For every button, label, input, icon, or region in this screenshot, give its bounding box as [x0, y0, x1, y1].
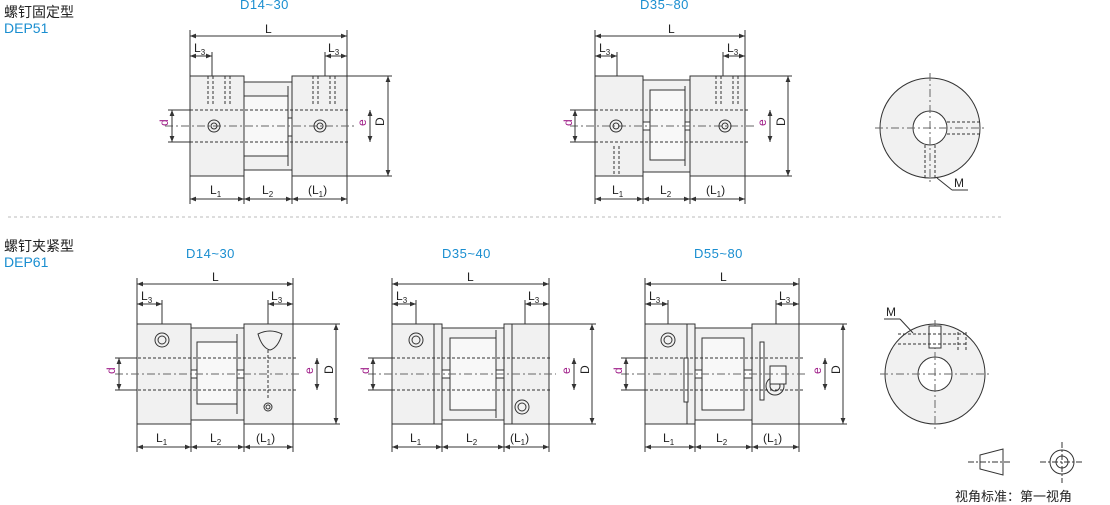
svg-text:e: e: [810, 367, 824, 374]
dep61-d14-30-labels: L L3 L3 L1 L2 (L1) d e D: [104, 270, 336, 447]
dep51-d14-30-labels: L L3 L3 L1 L2 (L1) d e D: [157, 22, 387, 199]
svg-text:d: d: [358, 367, 372, 374]
dep61-d35-40-drawing: [368, 278, 596, 452]
svg-text:L3: L3: [528, 289, 540, 305]
svg-text:L: L: [212, 270, 219, 284]
range-label: D35~40: [442, 246, 491, 261]
svg-text:D: D: [774, 117, 788, 126]
svg-text:e: e: [755, 119, 769, 126]
svg-text:e: e: [559, 367, 573, 374]
svg-text:d: d: [561, 119, 575, 126]
svg-text:D: D: [829, 365, 843, 374]
svg-text:L3: L3: [194, 41, 206, 57]
svg-text:e: e: [302, 367, 316, 374]
view-standard-label: 视角标准：第一视角: [955, 489, 1073, 504]
svg-text:L1: L1: [156, 431, 168, 447]
first-angle-projection-icon: [968, 442, 1084, 483]
svg-text:(L1): (L1): [763, 431, 782, 447]
m-label: M: [886, 305, 896, 319]
dep51-d35-80-drawing: [570, 30, 792, 204]
svg-text:D: D: [578, 365, 592, 374]
range-label: D14~30: [240, 0, 289, 12]
svg-text:L3: L3: [599, 41, 611, 57]
section-title-text: 螺钉夹紧型: [4, 238, 74, 254]
dep51-d14-30-drawing: [165, 30, 392, 204]
svg-text:D: D: [373, 117, 387, 126]
dep61-d14-30-drawing: [115, 278, 340, 452]
svg-text:d: d: [611, 367, 625, 374]
svg-text:L3: L3: [271, 289, 283, 305]
svg-text:L1: L1: [663, 431, 675, 447]
svg-text:L3: L3: [396, 289, 408, 305]
svg-text:(L1): (L1): [510, 431, 529, 447]
svg-text:(L1): (L1): [706, 183, 725, 199]
range-label: D35~80: [640, 0, 689, 12]
svg-text:d: d: [104, 367, 118, 374]
svg-text:L3: L3: [328, 41, 340, 57]
dep61-d35-40-labels: L L3 L3 L1 L2 (L1) d e D: [358, 270, 592, 447]
section-title-dep61: 螺钉夹紧型 DEP61: [4, 238, 74, 270]
dep61-end-view: [880, 318, 990, 429]
svg-text:L3: L3: [141, 289, 153, 305]
svg-text:L2: L2: [210, 431, 222, 447]
dep51-d35-80-labels: L L3 L3 L1 L2 (L1) d e D: [561, 22, 788, 199]
svg-text:L: L: [720, 270, 727, 284]
svg-text:L3: L3: [727, 41, 739, 57]
m-label: M: [954, 176, 964, 190]
range-label: D14~30: [186, 246, 235, 261]
svg-text:L2: L2: [466, 431, 478, 447]
section-title-text: 螺钉固定型: [4, 4, 74, 20]
svg-text:L3: L3: [649, 289, 661, 305]
svg-text:L2: L2: [660, 183, 672, 199]
section-title-dep51: 螺钉固定型 DEP51: [4, 4, 74, 36]
svg-text:d: d: [157, 119, 171, 126]
dep51-end-view: [875, 73, 985, 191]
svg-text:L1: L1: [612, 183, 624, 199]
dep61-d55-80-drawing: [621, 278, 847, 452]
svg-text:L2: L2: [716, 431, 728, 447]
svg-text:L2: L2: [262, 183, 274, 199]
svg-text:L: L: [265, 22, 272, 36]
svg-text:L: L: [668, 22, 675, 36]
svg-text:D: D: [322, 365, 336, 374]
svg-text:L: L: [467, 270, 474, 284]
svg-text:L3: L3: [779, 289, 791, 305]
range-label: D55~80: [694, 246, 743, 261]
svg-text:(L1): (L1): [308, 183, 327, 199]
svg-text:e: e: [355, 119, 369, 126]
section-code: DEP51: [4, 20, 49, 36]
section-code: DEP61: [4, 254, 49, 270]
dep61-d55-80-labels: L L3 L3 L1 L2 (L1) d e D: [611, 270, 843, 447]
svg-text:(L1): (L1): [256, 431, 275, 447]
svg-text:L1: L1: [210, 183, 222, 199]
svg-text:L1: L1: [410, 431, 422, 447]
